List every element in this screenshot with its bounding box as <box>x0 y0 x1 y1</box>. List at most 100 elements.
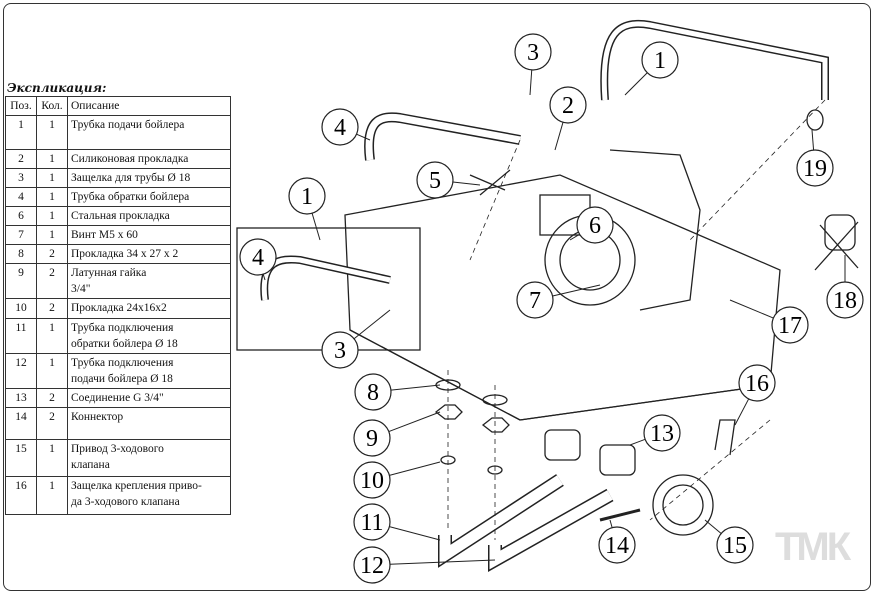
row-pos: 12 <box>5 353 37 389</box>
pipe-1 <box>600 19 829 101</box>
clip-16 <box>714 419 736 456</box>
callout-circle <box>354 373 392 411</box>
callout-circle <box>716 526 754 564</box>
plate-edge <box>349 329 771 421</box>
row-pos: 15 <box>5 439 37 477</box>
leader-line <box>529 69 533 96</box>
leader-line <box>389 559 496 565</box>
callout-circle <box>598 526 636 564</box>
legend-title: Экспликация: <box>7 81 107 95</box>
callout-circle <box>288 177 326 215</box>
leader-line <box>704 519 722 534</box>
row-desc: Прокладка 24х16х2 <box>67 298 231 319</box>
callout-circle <box>321 108 359 146</box>
callout-4: 4 <box>239 238 277 281</box>
callout-number: 1 <box>654 48 666 74</box>
callout-circle <box>239 238 277 276</box>
row-desc: Силиконовая прокладка <box>67 149 231 169</box>
callout-number: 3 <box>334 338 346 364</box>
callout-number: 17 <box>778 313 802 339</box>
callout-circle <box>416 161 454 199</box>
row-desc: Трубка подачи бойлера <box>67 115 231 150</box>
callout-circle <box>321 331 359 369</box>
gasket-19 <box>806 109 824 131</box>
callout-5: 5 <box>416 161 481 199</box>
callout-number: 2 <box>562 93 574 119</box>
row-pos: 11 <box>5 318 37 354</box>
callout-number: 7 <box>529 288 541 314</box>
callout-12: 12 <box>353 546 496 584</box>
callout-19: 19 <box>796 129 834 187</box>
row-desc: Трубка обратки бойлера <box>67 187 231 207</box>
callout-number: 16 <box>745 371 769 397</box>
leader-line <box>353 309 391 340</box>
callout-15: 15 <box>704 519 754 564</box>
callout-circle <box>353 461 391 499</box>
leader-line <box>452 181 481 186</box>
callout-circle <box>353 419 391 457</box>
callout-number: 19 <box>803 156 827 182</box>
callout-number: 3 <box>527 40 539 66</box>
base-plate <box>344 174 781 421</box>
row-qty: 1 <box>36 318 68 354</box>
callout-7: 7 <box>516 281 601 319</box>
callout-number: 9 <box>366 426 378 452</box>
row-desc: Стальная прокладка <box>67 206 231 226</box>
callout-13: 13 <box>629 414 681 452</box>
callout-number: 13 <box>650 421 674 447</box>
row-qty: 2 <box>36 407 68 440</box>
leader-line <box>569 233 580 241</box>
row-desc: Защелка крепления приво- да 3-ходового к… <box>67 476 231 515</box>
leader-line <box>734 398 750 426</box>
connector-14 <box>599 508 641 522</box>
callout-6: 6 <box>569 206 614 244</box>
callout-16: 16 <box>734 364 776 426</box>
callout-number: 10 <box>360 468 384 494</box>
callout-circle <box>514 33 552 71</box>
leader-line <box>554 122 564 151</box>
leader-line <box>311 213 321 241</box>
callout-number: 14 <box>605 533 629 559</box>
leader-line <box>390 384 441 391</box>
callout-number: 6 <box>589 213 601 239</box>
callout-circle <box>643 414 681 452</box>
leader-line <box>624 72 648 96</box>
callout-11: 11 <box>353 503 441 541</box>
watermark-logo: ТМК <box>775 525 851 569</box>
callout-18: 18 <box>826 255 864 319</box>
callout-3: 3 <box>321 309 391 369</box>
leader-line <box>729 299 774 319</box>
callout-8: 8 <box>354 373 441 411</box>
callout-number: 4 <box>334 115 346 141</box>
row-pos: 14 <box>5 407 37 440</box>
leader-line <box>389 526 441 541</box>
callout-circle <box>738 364 776 402</box>
callout-number: 18 <box>833 288 857 314</box>
row-qty: 1 <box>36 115 68 150</box>
row-desc: Привод 3-ходового клапана <box>67 439 231 477</box>
callout-2: 2 <box>549 86 587 151</box>
callout-circle <box>516 281 554 319</box>
callout-circle <box>641 41 679 79</box>
row-pos: 16 <box>5 476 37 515</box>
connector-13 <box>544 429 581 461</box>
row-desc: Латунная гайка 3/4" <box>67 263 231 299</box>
callout-circle <box>353 546 391 584</box>
nut <box>434 404 463 420</box>
callout-1: 1 <box>624 41 679 96</box>
callout-number: 4 <box>252 245 264 271</box>
callout-circle <box>796 149 834 187</box>
callout-circle <box>826 281 864 319</box>
leader-line <box>389 461 441 476</box>
callout-number: 15 <box>723 533 747 559</box>
leader-line <box>262 274 266 281</box>
row-desc: Трубка подключения подачи бойлера Ø 18 <box>67 353 231 389</box>
